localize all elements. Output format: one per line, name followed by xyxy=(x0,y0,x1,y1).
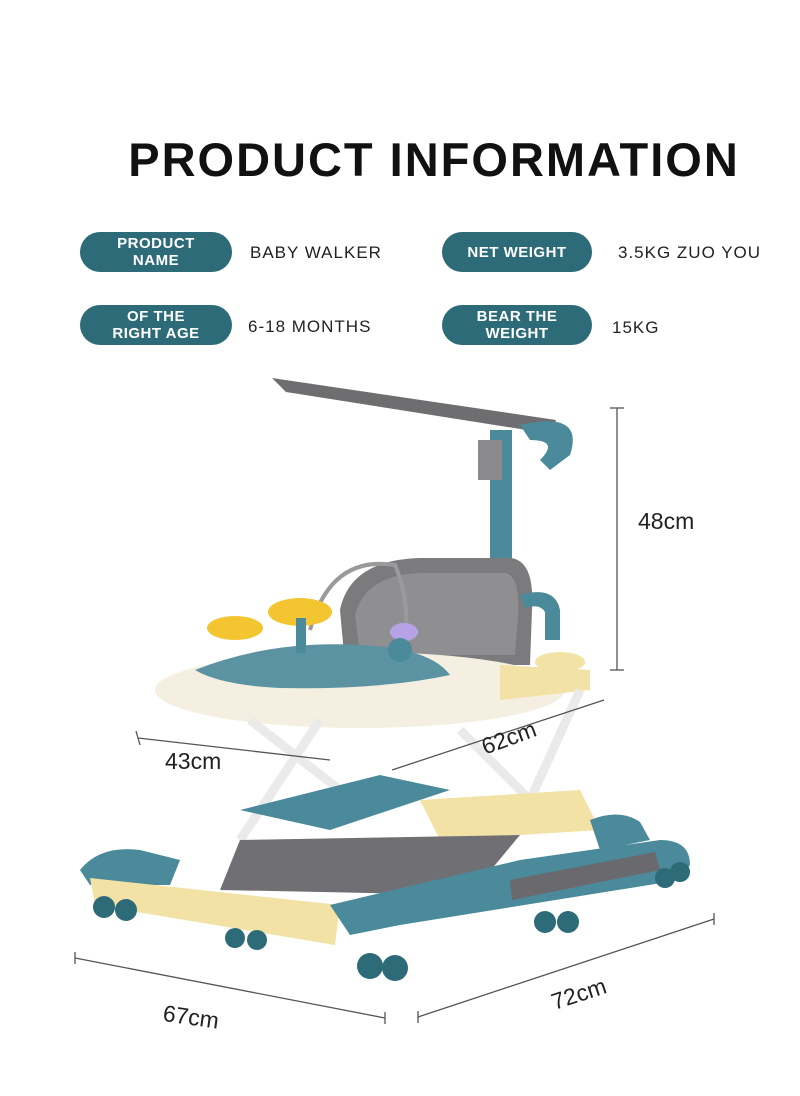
wheels xyxy=(93,862,690,981)
spec-label-product-name: PRODUCT NAME xyxy=(80,232,232,272)
page-title: PRODUCT INFORMATION xyxy=(128,133,740,186)
spec-value-bear-weight: 15KG xyxy=(612,318,660,337)
spec-value-right-age: 6-18 MONTHS xyxy=(248,317,372,336)
spec-label-bear-weight: BEAR THE WEIGHT xyxy=(442,305,592,345)
spec-label-net-weight: NET WEIGHT xyxy=(442,232,592,272)
spec-value-net-weight: 3.5KG ZUO YOU xyxy=(618,243,762,262)
base xyxy=(80,775,690,945)
dimension-lines xyxy=(74,407,715,1024)
dimension-height: 48cm xyxy=(638,508,695,534)
tray xyxy=(155,598,590,728)
dimension-seat-width: 43cm xyxy=(165,748,222,774)
canopy xyxy=(272,378,573,560)
spec-value-product-name: BABY WALKER xyxy=(250,243,382,262)
spec-label-right-age: OF THE RIGHT AGE xyxy=(80,305,232,345)
